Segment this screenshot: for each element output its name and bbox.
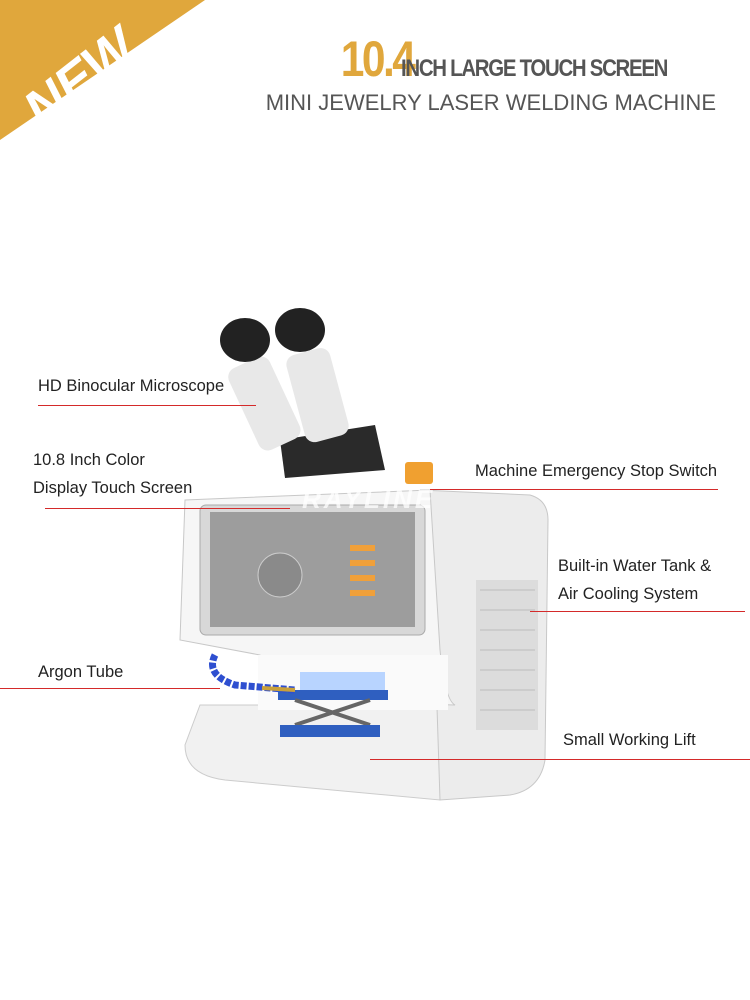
callout-emergency-stop: Machine Emergency Stop Switch [475, 462, 718, 480]
callout-cooling-line2: Air Cooling System [558, 585, 699, 603]
callout-microscope: HD Binocular Microscope [38, 377, 225, 395]
callout-line-microscope [38, 405, 256, 406]
callout-line-argon-tube [0, 688, 220, 689]
headline-subtitle: INCH LARGE TOUCH SCREEN [400, 55, 668, 82]
callout-display-line1: 10.8 Inch Color [33, 451, 145, 469]
callout-line-emergency-stop [430, 489, 718, 490]
callout-display-line2: Display Touch Screen [33, 479, 193, 497]
watermark: RAYLINE [302, 484, 436, 514]
callout-line-working-lift [370, 759, 750, 760]
product-title: MINI JEWELRY LASER WELDING MACHINE [265, 90, 716, 115]
callout-cooling-line1: Built-in Water Tank & [558, 557, 712, 575]
headline: 10.4INCH LARGE TOUCH SCREEN [328, 30, 714, 88]
callout-line-display [45, 508, 290, 509]
new-badge-banner [0, 0, 205, 140]
callout-argon-tube: Argon Tube [38, 663, 124, 681]
callout-line-cooling [530, 611, 745, 612]
callout-working-lift: Small Working Lift [563, 731, 696, 749]
screen-size: 10.4 [340, 31, 415, 87]
